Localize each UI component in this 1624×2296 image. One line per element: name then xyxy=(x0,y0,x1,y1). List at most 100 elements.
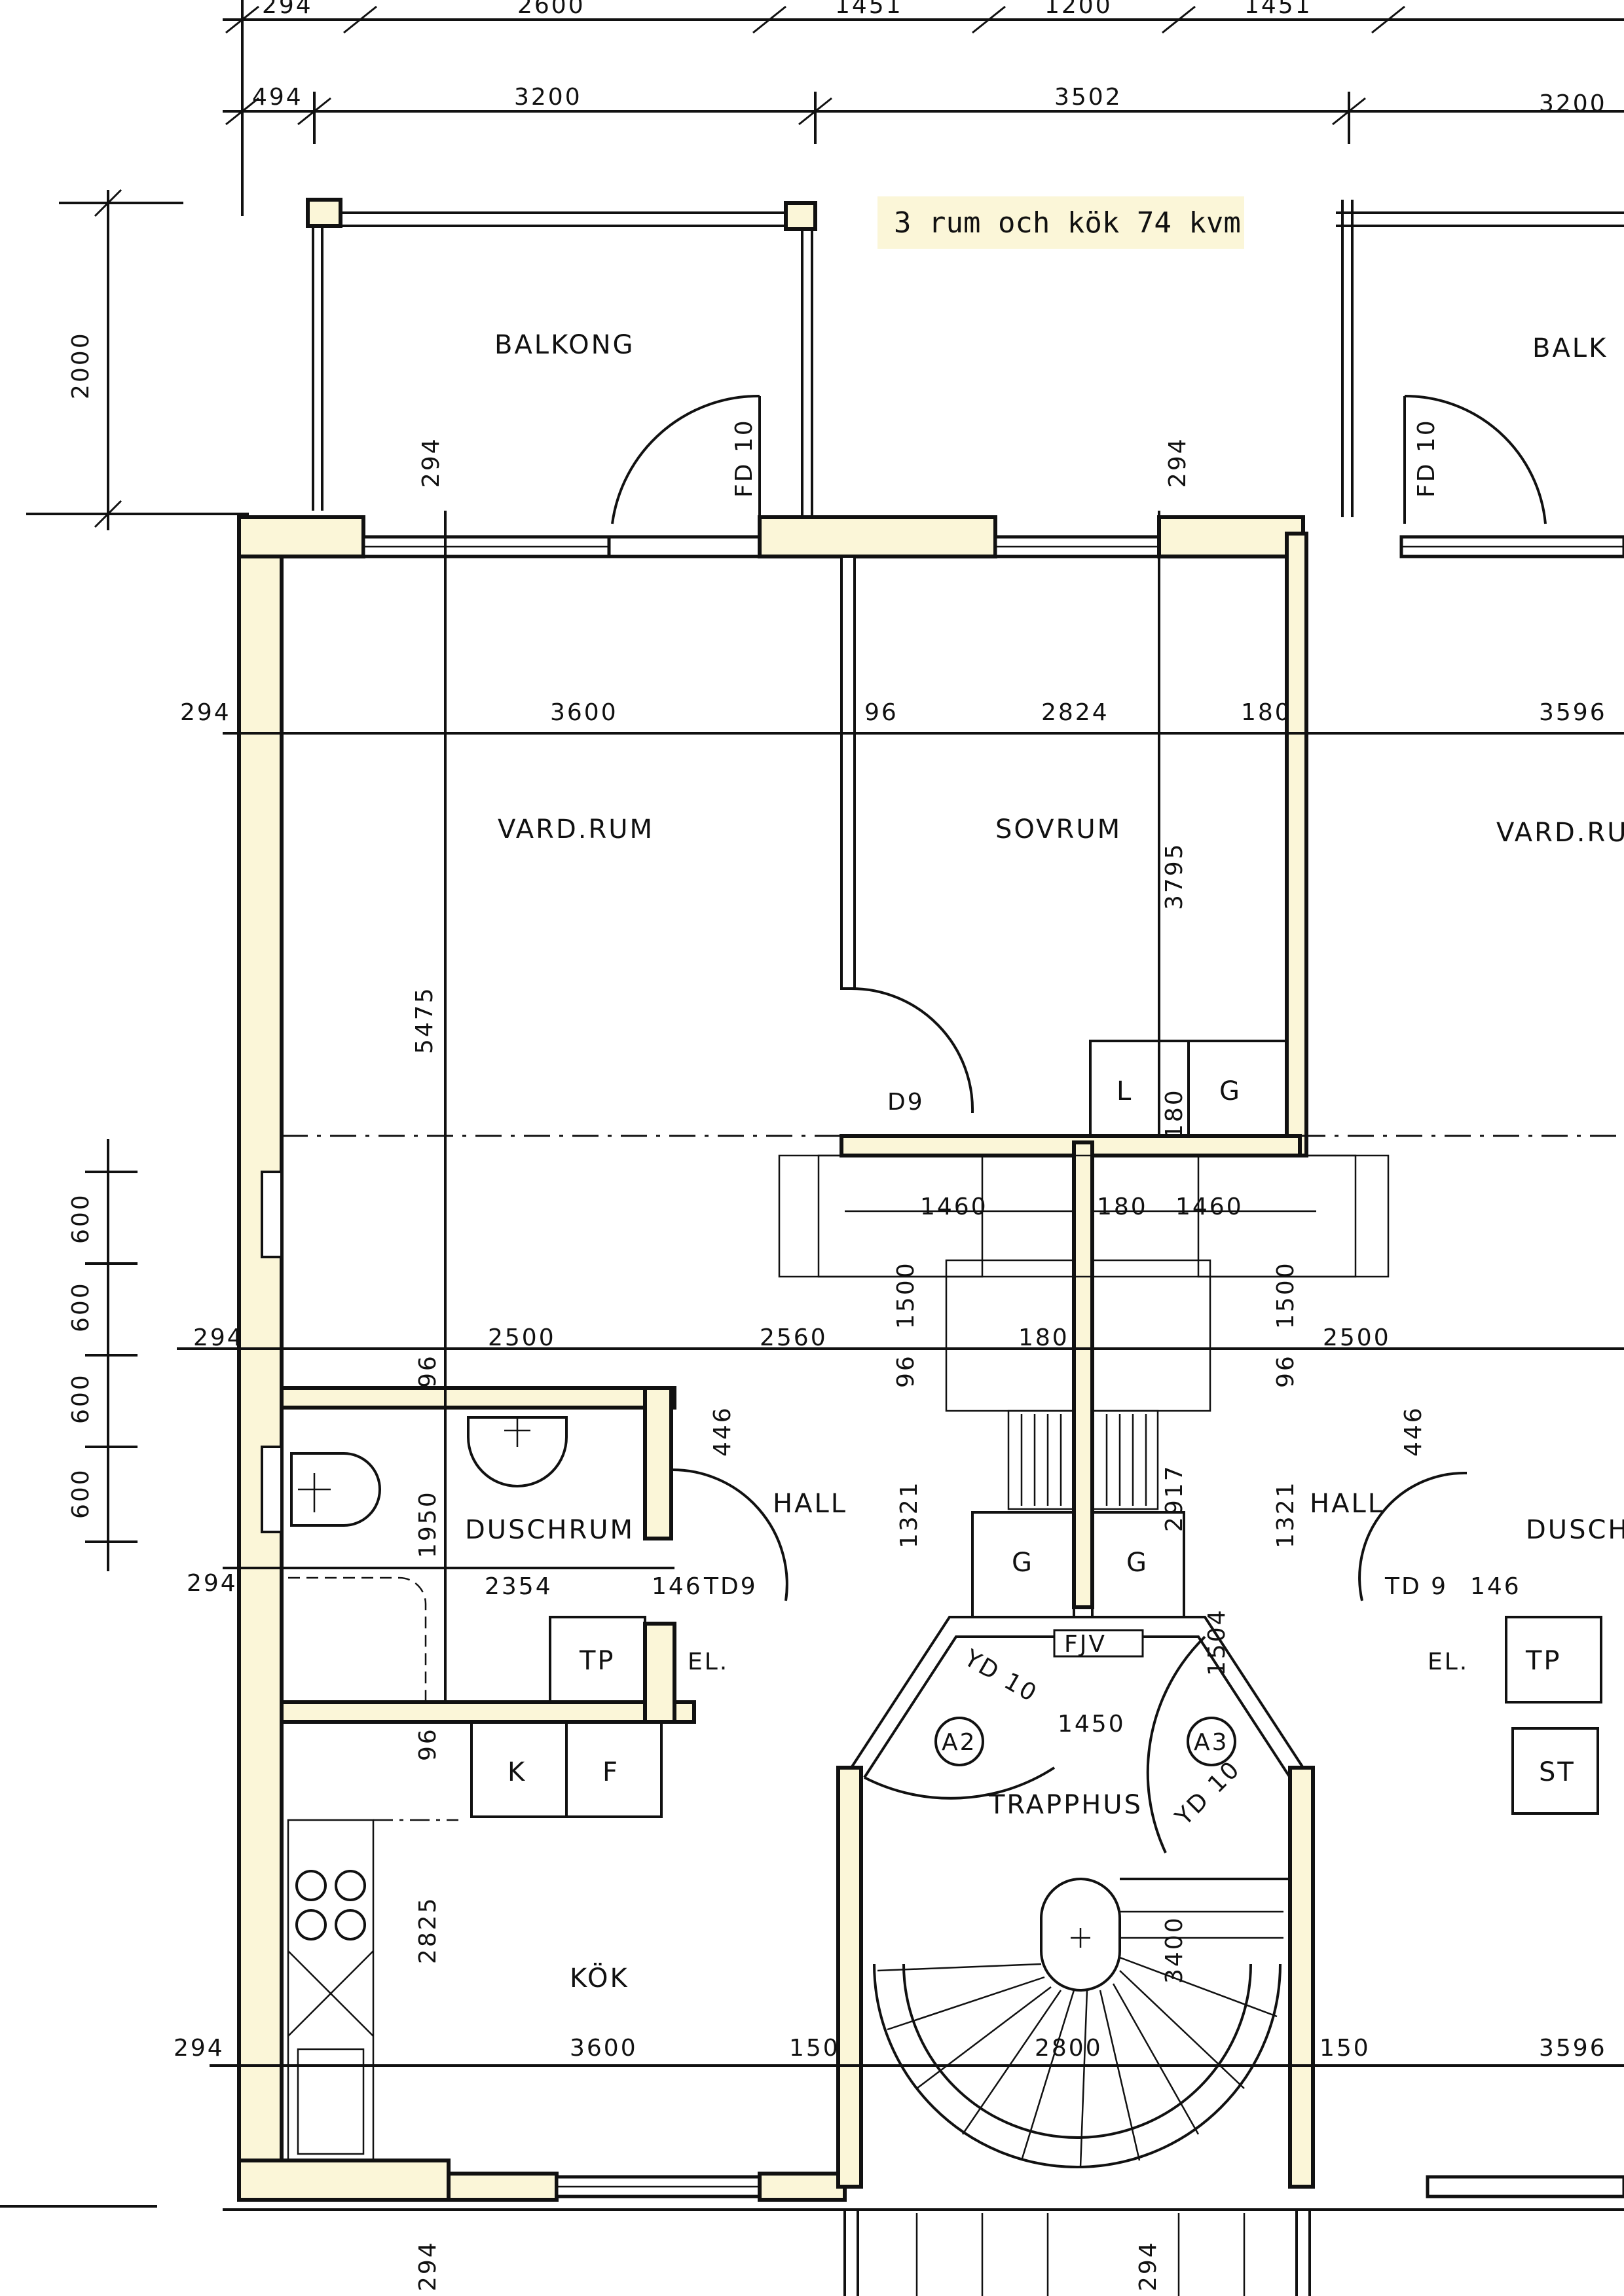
dim-top-294: 294 xyxy=(262,0,313,19)
room-kok: KÖK xyxy=(570,1962,629,1994)
room-vardrum-left: VARD.RUM xyxy=(498,814,654,845)
dim-146-right: 146 xyxy=(1470,1573,1521,1600)
dim-2500-left: 2500 xyxy=(488,1324,556,1351)
closet-l: L xyxy=(1116,1076,1133,1106)
dim-2824: 2824 xyxy=(1041,699,1109,726)
spiral-stair xyxy=(873,1878,1290,2168)
dim-150-right: 150 xyxy=(1320,2035,1371,2062)
dim-3200-left: 3200 xyxy=(514,84,582,111)
dim-294-hall: 294 xyxy=(193,1324,244,1351)
door-yd10-left: YD 10 xyxy=(959,1645,1043,1708)
kitchen-kf xyxy=(470,1721,663,1818)
dim-180-main: 180 xyxy=(1241,699,1292,726)
a3-circle xyxy=(1187,1717,1236,1766)
dim-3795: 3795 xyxy=(1161,842,1188,910)
dim-180-closet: 180 xyxy=(1161,1088,1188,1139)
dim-294-top-a: 294 xyxy=(418,437,445,488)
door-fd10-left: FD 10 xyxy=(731,418,758,498)
dim-2500-right: 2500 xyxy=(1323,1324,1391,1351)
top-dimension-lines xyxy=(223,0,1624,216)
dim-top-2600: 2600 xyxy=(517,0,585,19)
door-swing-td9-left xyxy=(671,1468,788,1601)
dim-top-1200: 1200 xyxy=(1044,0,1113,19)
fixture-tp-left: TP xyxy=(579,1646,616,1676)
room-balkong-right: BALK xyxy=(1532,333,1608,363)
room-duschrum-left: DUSCHRUM xyxy=(465,1515,635,1545)
fixture-f: F xyxy=(602,1757,619,1787)
stair-landing xyxy=(778,1154,1390,1510)
dim-top-1451b: 1451 xyxy=(1244,0,1312,19)
door-swing-fd10-left xyxy=(611,394,760,524)
closet-g-top: G xyxy=(1219,1076,1242,1106)
fixture-el-left: EL. xyxy=(688,1649,729,1675)
dim-600-a: 600 xyxy=(67,1193,94,1244)
left-600-stack xyxy=(85,1139,138,1571)
door-td9-left: TD9 xyxy=(703,1573,758,1600)
door-swing-fd10-right xyxy=(1404,394,1547,524)
dim-1321-left: 1321 xyxy=(896,1480,923,1548)
dim-600-b: 600 xyxy=(67,1281,94,1332)
dim-96-c: 96 xyxy=(1272,1354,1299,1388)
closet-g-hall-left: G xyxy=(1012,1548,1034,1578)
balcony-right-outline xyxy=(1336,200,1624,517)
dim-294-dusch: 294 xyxy=(187,1570,238,1597)
door-swing-yd10-right xyxy=(1146,1635,1206,1853)
dim-2825: 2825 xyxy=(415,1896,441,1964)
a2-circle xyxy=(934,1717,984,1766)
dim-1460-right: 1460 xyxy=(1175,1194,1244,1220)
fixture-st: ST xyxy=(1539,1757,1576,1787)
dim-3200-right: 3200 xyxy=(1539,90,1607,117)
dim-96-main: 96 xyxy=(864,699,898,726)
main-dim-line xyxy=(223,511,1624,1702)
fjv-box xyxy=(1053,1629,1144,1658)
door-swing-td9-right xyxy=(1358,1471,1467,1601)
hall-closets xyxy=(971,1511,1185,1618)
dim-294-bottom: 294 xyxy=(174,2035,225,2062)
dim-150-left: 150 xyxy=(789,2035,840,2062)
dim-1450: 1450 xyxy=(1058,1711,1126,1738)
dim-146-left: 146 xyxy=(652,1573,703,1600)
dim-1321-right: 1321 xyxy=(1272,1480,1299,1548)
room-balkong-left: BALKONG xyxy=(494,330,635,360)
dim-446-left: 446 xyxy=(709,1406,736,1457)
fixture-k: K xyxy=(507,1757,526,1787)
st-box xyxy=(1511,1727,1599,1815)
room-duschrum-right: DUSCH xyxy=(1526,1515,1624,1545)
dim-2560: 2560 xyxy=(760,1324,828,1351)
kitchen-counter xyxy=(287,1819,458,2162)
title-background xyxy=(877,196,1244,249)
duschrum-fixtures xyxy=(288,1416,568,1702)
tp-left-box xyxy=(549,1616,646,1704)
dim-2354: 2354 xyxy=(485,1573,553,1600)
balcony-depth-dim xyxy=(26,189,249,530)
dim-180-stair: 180 xyxy=(1097,1194,1148,1220)
door-swing-d9 xyxy=(851,987,974,1114)
dim-294-main: 294 xyxy=(180,699,231,726)
walls xyxy=(237,515,1624,2202)
room-trapphus: TRAPPHUS xyxy=(988,1790,1143,1820)
dim-446-right: 446 xyxy=(1400,1406,1427,1457)
tp-right-box xyxy=(1505,1616,1602,1704)
dim-600-d: 600 xyxy=(67,1468,94,1519)
dim-180-hall: 180 xyxy=(1018,1324,1069,1351)
door-d9: D9 xyxy=(887,1089,925,1116)
dim-1504: 1504 xyxy=(1204,1608,1230,1676)
dim-494: 494 xyxy=(252,84,303,111)
dim-1500-right: 1500 xyxy=(1272,1261,1299,1329)
dim-96-b: 96 xyxy=(893,1354,919,1388)
dim-2800: 2800 xyxy=(1035,2035,1103,2062)
fixture-el-right: EL. xyxy=(1428,1649,1469,1675)
exterior-stair-lines xyxy=(843,2210,1311,2296)
dim-96-d: 96 xyxy=(415,1727,441,1761)
dim-1950: 1950 xyxy=(415,1490,441,1558)
dim-1500-left: 1500 xyxy=(893,1261,919,1329)
dim-294-top-b: 294 xyxy=(1164,437,1191,488)
dim-3596-main: 3596 xyxy=(1539,699,1607,726)
fixture-tp-right: TP xyxy=(1525,1646,1562,1676)
fixture-fjv: FJV xyxy=(1064,1631,1107,1658)
door-td9-right: TD 9 xyxy=(1384,1573,1448,1600)
dim-294-bottom-a: 294 xyxy=(415,2240,441,2291)
fixture-a2: A2 xyxy=(942,1729,977,1756)
dim-3502: 3502 xyxy=(1054,84,1122,111)
